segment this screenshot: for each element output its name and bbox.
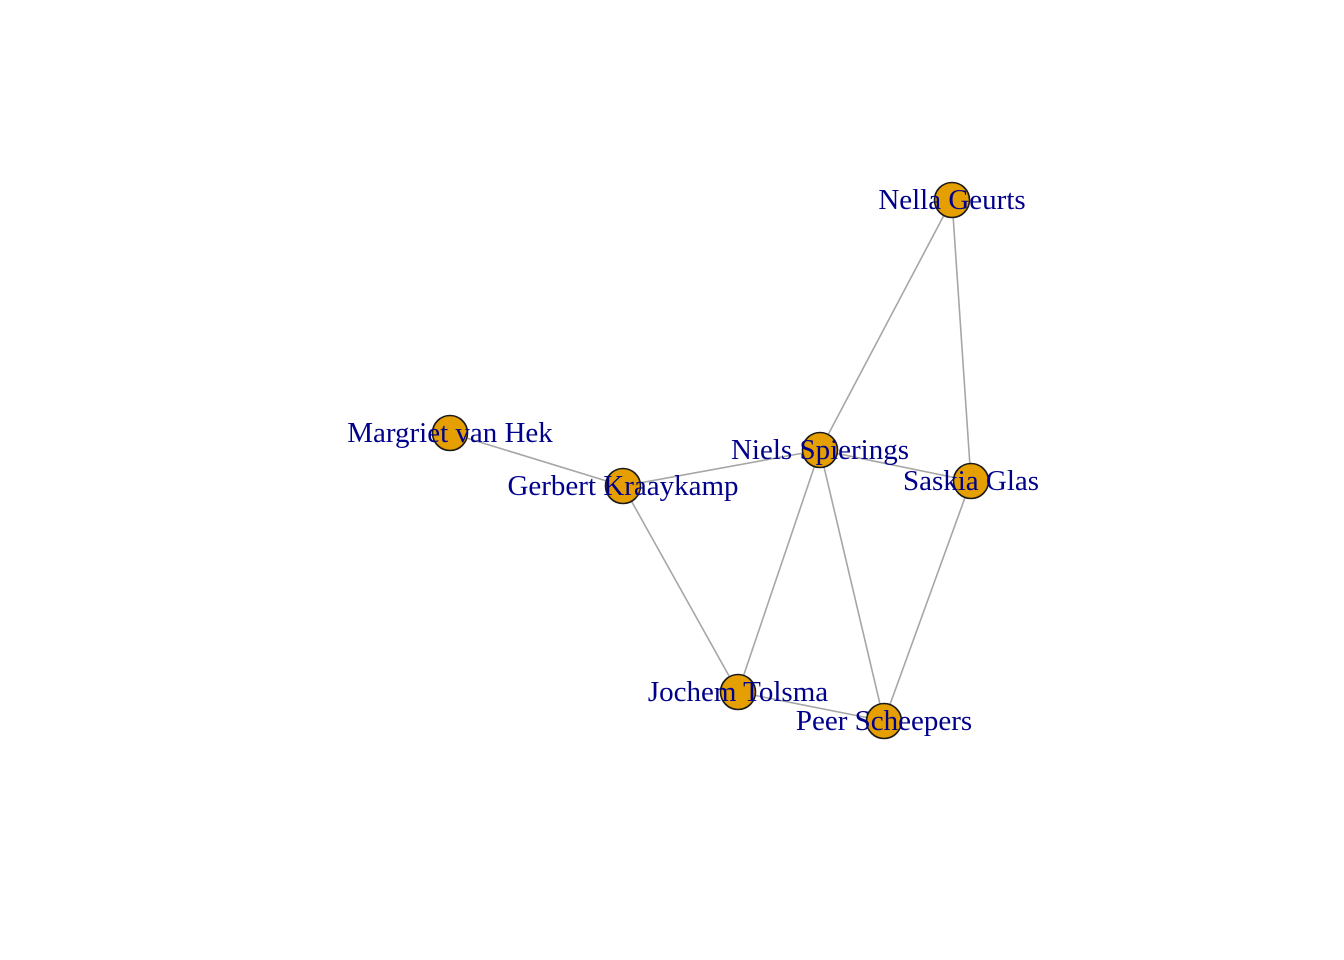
edge-jochem-peer xyxy=(737,691,885,722)
node-label-margriet: Margriet van Hek xyxy=(347,417,553,449)
nodes-layer xyxy=(431,181,990,740)
node-peer xyxy=(865,702,903,740)
edges-layer xyxy=(449,199,972,722)
edge-gerbert-jochem xyxy=(622,485,739,693)
node-label-jochem: Jochem Tolsma xyxy=(648,676,828,708)
node-niels xyxy=(801,431,839,469)
node-label-gerbert: Gerbert Kraaykamp xyxy=(507,470,738,502)
edge-saskia-peer xyxy=(883,480,972,722)
node-label-niels: Niels Spierings xyxy=(731,434,909,466)
node-nella xyxy=(933,181,971,219)
edge-niels-saskia xyxy=(819,449,972,482)
edge-gerbert-niels xyxy=(622,449,821,487)
edge-niels-jochem xyxy=(737,449,821,693)
node-margriet xyxy=(431,414,469,452)
node-label-saskia: Saskia Glas xyxy=(903,465,1039,497)
node-gerbert xyxy=(604,467,642,505)
edge-niels-peer xyxy=(819,449,885,722)
edge-margriet-gerbert xyxy=(449,432,624,487)
node-saskia xyxy=(952,462,990,500)
node-label-peer: Peer Scheepers xyxy=(796,705,972,737)
edge-nella-saskia xyxy=(951,199,972,482)
node-label-nella: Nella Geurts xyxy=(878,184,1025,216)
node-jochem xyxy=(719,673,757,711)
edge-nella-niels xyxy=(819,199,953,451)
